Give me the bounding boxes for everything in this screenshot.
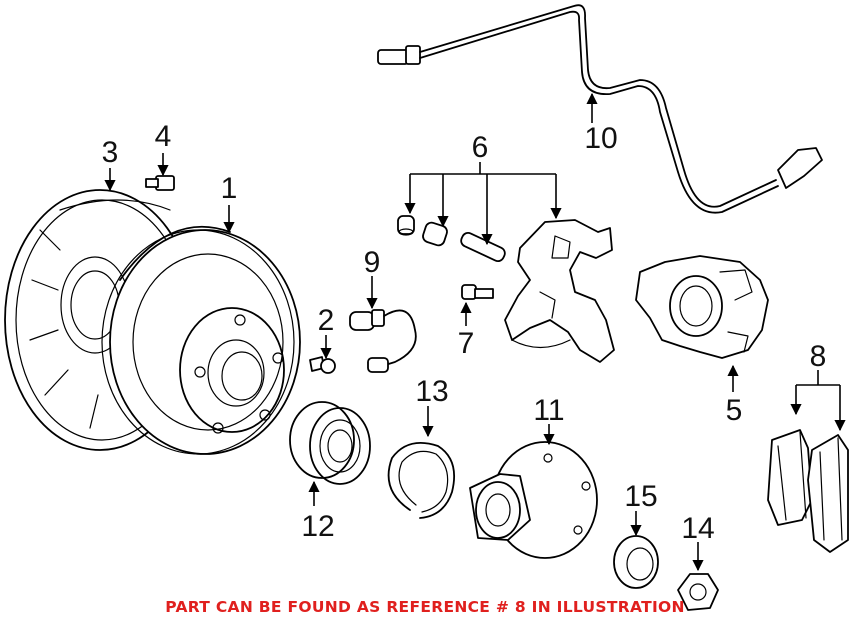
caliper-bracket-kit bbox=[397, 215, 615, 363]
hub-seal bbox=[613, 535, 659, 589]
callout-5: 5 bbox=[726, 394, 743, 427]
callout-13: 13 bbox=[415, 375, 448, 408]
callout-8: 8 bbox=[810, 340, 827, 373]
brake-rotor bbox=[101, 225, 301, 455]
callout-10: 10 bbox=[584, 122, 617, 155]
abs-sensor bbox=[377, 4, 823, 214]
brake-pad-outer bbox=[807, 434, 849, 553]
brake-caliper bbox=[635, 255, 769, 359]
callout-4: 4 bbox=[155, 120, 172, 153]
callout-6: 6 bbox=[472, 131, 489, 164]
callout-15: 15 bbox=[624, 480, 657, 513]
leader-lines bbox=[104, 92, 846, 572]
rotor-screw bbox=[309, 356, 336, 374]
callout-12: 12 bbox=[301, 510, 334, 543]
bleeder-bolt bbox=[461, 284, 494, 300]
callout-3: 3 bbox=[102, 136, 119, 169]
callout-2: 2 bbox=[318, 304, 335, 337]
wheel-hub bbox=[469, 441, 598, 559]
callout-1: 1 bbox=[221, 172, 238, 205]
callout-7: 7 bbox=[458, 327, 475, 360]
callout-11: 11 bbox=[533, 394, 564, 427]
callout-9: 9 bbox=[364, 246, 381, 279]
axle-nut bbox=[677, 573, 719, 611]
callout-labels: 1 2 3 4 5 6 7 8 9 10 11 12 13 14 15 bbox=[102, 120, 827, 545]
guide-pin bbox=[460, 232, 506, 262]
wear-sensor bbox=[349, 309, 417, 373]
snap-ring bbox=[387, 442, 456, 519]
guide-bushing-2 bbox=[422, 221, 448, 247]
wheel-bearing bbox=[289, 401, 371, 485]
shield-bolt bbox=[145, 175, 175, 191]
brake-pad-set bbox=[767, 429, 849, 553]
guide-bushing-1 bbox=[397, 215, 415, 236]
reference-caption: PART CAN BE FOUND AS REFERENCE # 8 IN IL… bbox=[165, 598, 685, 616]
brake-pad-inner bbox=[767, 429, 813, 526]
callout-14: 14 bbox=[681, 512, 714, 545]
